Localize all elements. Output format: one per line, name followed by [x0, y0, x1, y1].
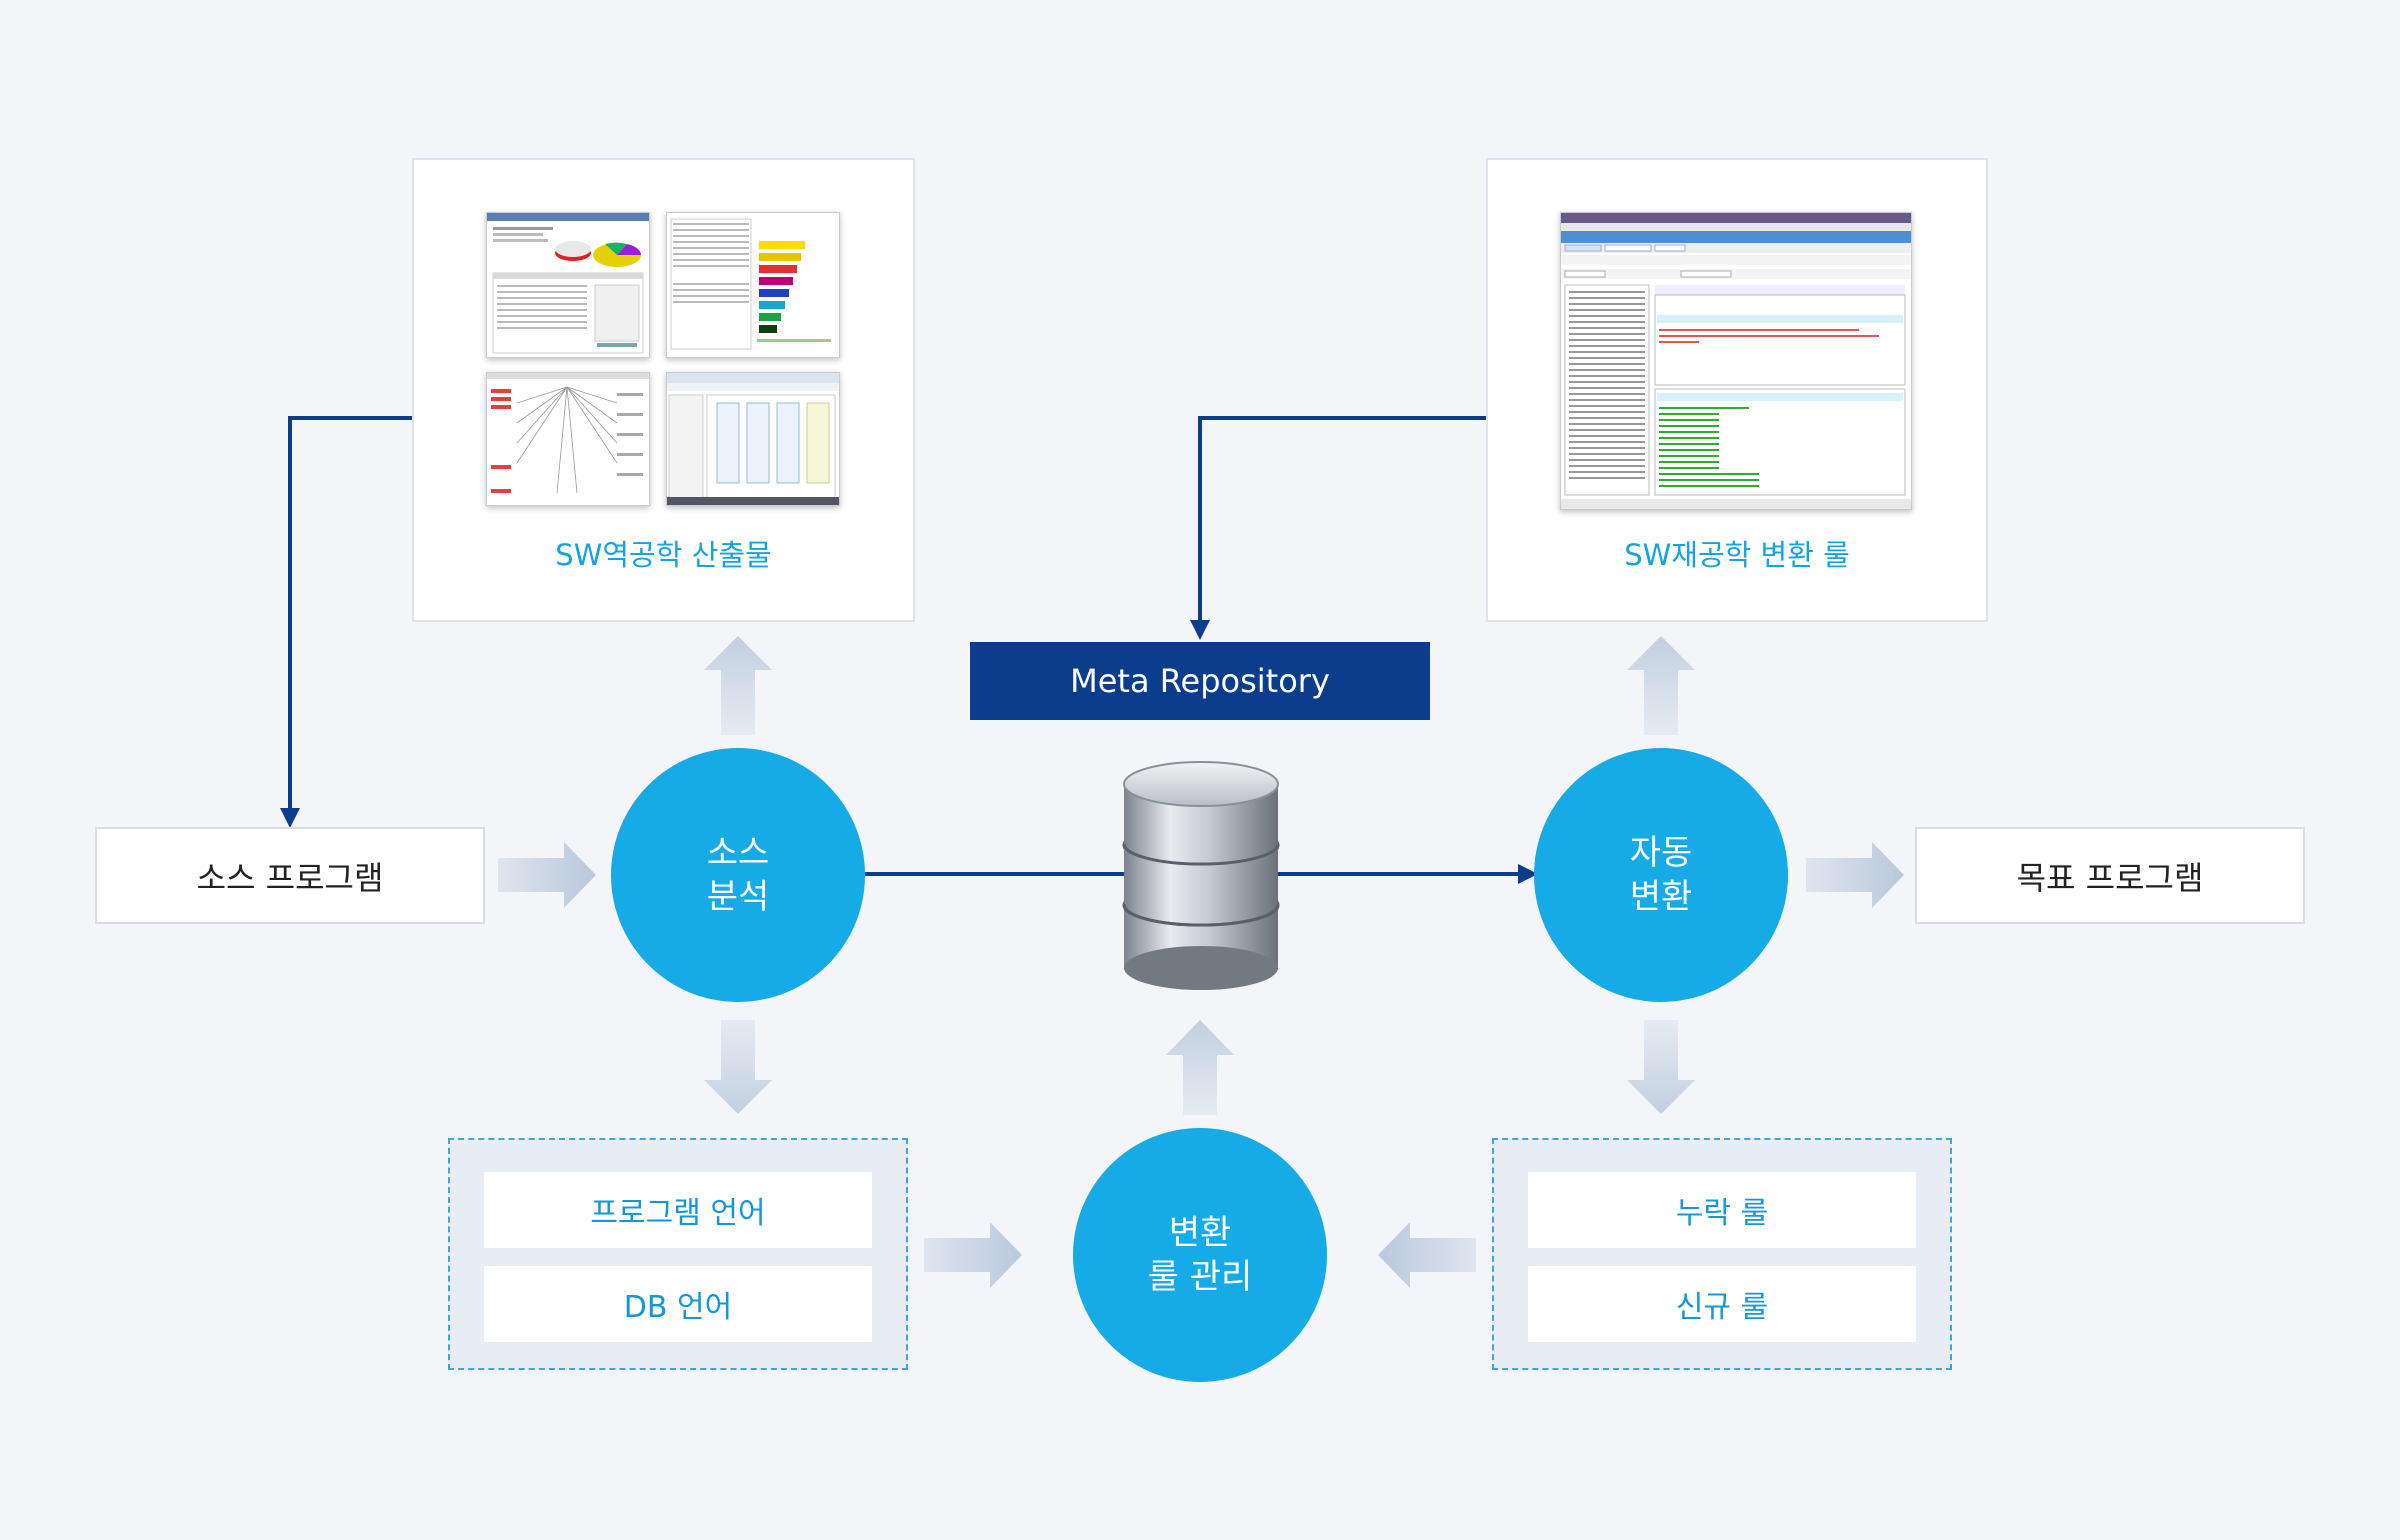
rule-group: 누락 룰 신규 룰 [1492, 1138, 1952, 1370]
call-tree-thumbnail-graphic [487, 373, 649, 494]
language-item-db: DB 언어 [484, 1266, 872, 1342]
auto-conversion-line1: 자동 [1629, 833, 1693, 873]
language-item-program: 프로그램 언어 [484, 1172, 872, 1248]
reengineering-rules-label: SW재공학 변환 룰 [1624, 538, 1850, 572]
db-to-conversion-line [1278, 864, 1538, 884]
rule-item-new: 신규 룰 [1528, 1266, 1916, 1342]
rule-management-line1: 변환 [1168, 1213, 1232, 1253]
conversion-to-target-arrow [1806, 842, 1904, 908]
language-group: 프로그램 언어 DB 언어 [448, 1138, 908, 1370]
reverse-engineering-label: SW역공학 산출물 [555, 538, 772, 572]
source-analysis-line2: 분석 [706, 877, 770, 917]
reengineering-rules-panel: SW재공학 변환 룰 [1486, 158, 1988, 622]
report-thumbnail-graphic [487, 213, 649, 354]
languages-to-rule-mgmt-arrow [924, 1222, 1022, 1288]
bar-chart-thumbnail [666, 212, 840, 358]
conversion-to-rules-arrow [1627, 636, 1695, 735]
app-window-thumbnail-graphic [667, 373, 839, 505]
rule-editor-thumbnail [1560, 212, 1912, 510]
target-program-box: 목표 프로그램 [1915, 827, 2305, 924]
source-to-analysis-arrow [498, 842, 596, 908]
rule-item-missing: 누락 룰 [1528, 1172, 1916, 1248]
report-thumbnail [486, 212, 650, 358]
source-analysis-line1: 소스 [706, 833, 770, 873]
rule-editor-thumbnail-graphic [1561, 213, 1911, 509]
rule-management-node: 변환 룰 관리 [1073, 1128, 1327, 1382]
auto-conversion-node: 자동 변환 [1534, 748, 1788, 1002]
source-program-box: 소스 프로그램 [95, 827, 485, 924]
app-window-thumbnail [666, 372, 840, 506]
analysis-to-languages-arrow [704, 1020, 772, 1114]
call-tree-thumbnail [486, 372, 650, 506]
reverse-engineering-panel: SW역공학 산출물 [412, 158, 915, 622]
rules-to-repository-line [1190, 416, 1486, 640]
conversion-to-rulelist-arrow [1627, 1020, 1695, 1114]
auto-conversion-line2: 변환 [1629, 877, 1693, 917]
meta-repository-label: Meta Repository [970, 642, 1430, 720]
bar-chart-thumbnail-graphic [670, 218, 831, 350]
source-analysis-node: 소스 분석 [611, 748, 865, 1002]
analysis-to-outputs-arrow [704, 636, 772, 735]
rule-management-line2: 룰 관리 [1147, 1257, 1253, 1297]
source-feedback-line [280, 416, 412, 828]
database-icon [1122, 761, 1280, 990]
rulelist-to-rule-mgmt-arrow [1378, 1222, 1476, 1288]
rule-mgmt-to-db-arrow [1166, 1020, 1234, 1115]
